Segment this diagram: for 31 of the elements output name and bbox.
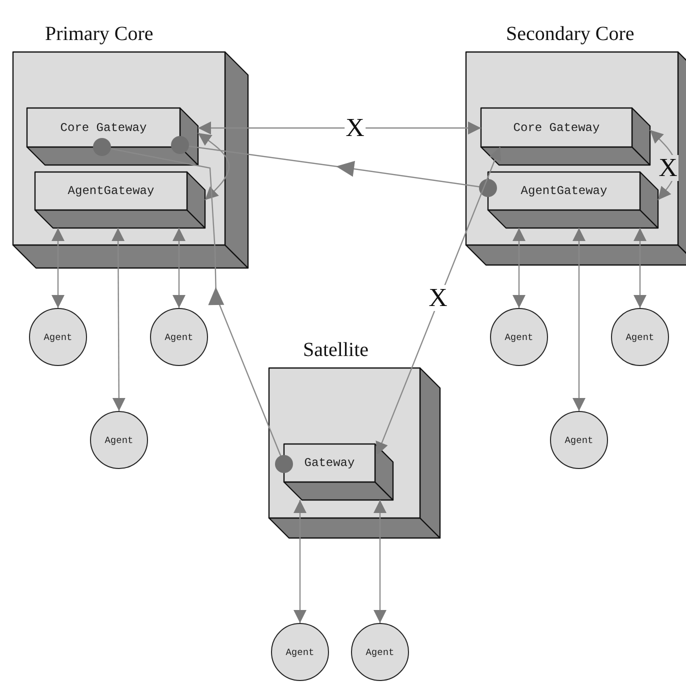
- agent-circle: Agent: [550, 411, 608, 469]
- agent-circle: Agent: [29, 308, 87, 366]
- arrow: [198, 122, 481, 134]
- agent-circle: Agent: [611, 308, 669, 366]
- agent-circle: Agent: [351, 623, 409, 681]
- edge-label: X: [428, 285, 448, 311]
- node-label: Core Gateway: [513, 120, 600, 134]
- arrow: [512, 228, 526, 308]
- node-label: AgentGateway: [68, 184, 154, 198]
- arrow: [171, 136, 497, 197]
- node-title: Secondary Core: [506, 22, 634, 46]
- arrow: [572, 228, 586, 411]
- arrow: [172, 228, 186, 308]
- node-title: Satellite: [303, 338, 369, 362]
- agent-circle: Agent: [271, 623, 329, 681]
- arrow: [376, 146, 502, 456]
- arrow: [112, 228, 126, 411]
- node-label: Core Gateway: [60, 120, 147, 134]
- node-label: Gateway: [304, 456, 355, 470]
- arrow: [93, 138, 293, 473]
- arrow: [52, 228, 64, 308]
- arrow: [294, 500, 306, 623]
- node-title: Primary Core: [45, 22, 154, 46]
- agent-circle: Agent: [490, 308, 548, 366]
- edge-label: X: [658, 155, 678, 181]
- agent-circle: Agent: [90, 411, 148, 469]
- node-label: AgentGateway: [520, 184, 608, 198]
- arrow: [374, 500, 386, 623]
- arrow: [634, 228, 646, 308]
- arrow: [198, 132, 230, 200]
- agent-circle: Agent: [150, 308, 208, 366]
